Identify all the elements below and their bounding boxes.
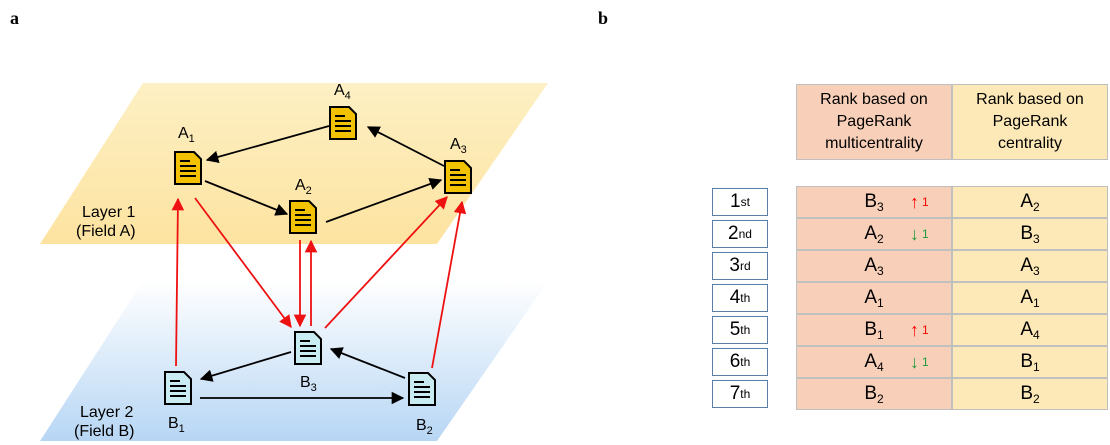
multicentrality-cell: B2 [796, 378, 952, 410]
edge-A4-A1 [205, 125, 330, 164]
centrality-node: B1 [1020, 351, 1040, 374]
document-icon [329, 106, 357, 140]
centrality-node: A3 [1020, 255, 1040, 278]
multicentrality-node: B3 [864, 191, 884, 214]
header-multi-line1: Rank based on [820, 91, 928, 108]
edge-B2-A3 [431, 200, 467, 369]
header-cent-line1: Rank based on [976, 91, 1084, 108]
rank-change-down: ↓1 [910, 218, 940, 250]
layer-1-plane [40, 83, 548, 244]
centrality-cell: B2 [952, 378, 1108, 410]
panel-b-letter: b [598, 8, 609, 28]
node-label-A4: A4 [334, 82, 351, 102]
arrow-down-icon: ↓ [910, 351, 919, 372]
document-icon [164, 371, 192, 405]
node-A3: A3 [444, 136, 472, 194]
node-A2: A2 [289, 177, 317, 234]
centrality-cell: A1 [952, 282, 1108, 314]
header-centrality: Rank based on PageRank centrality [952, 84, 1108, 160]
node-B3: B3 [294, 331, 322, 394]
centrality-cell: A2 [952, 186, 1108, 218]
multicentrality-cell: B1 [796, 314, 952, 346]
rank-change-value: 1 [922, 355, 929, 369]
arrow-up-icon: ↑ [910, 191, 919, 212]
centrality-cell: A3 [952, 250, 1108, 282]
arrow-up-icon: ↑ [910, 319, 919, 340]
header-cent-line2: PageRank [992, 113, 1068, 130]
rank-change-down: ↓1 [910, 346, 940, 378]
node-B1: B1 [164, 371, 192, 435]
edge-B3-B1 [199, 351, 292, 382]
multicentrality-node: A1 [864, 287, 884, 310]
layer-1-field: (Field A) [76, 223, 136, 240]
centrality-cell: B1 [952, 346, 1108, 378]
multicentrality-cell: A2 [796, 218, 952, 250]
rank-change-up: ↑1 [910, 186, 940, 218]
node-label-A3: A3 [450, 136, 467, 156]
centrality-cell: B3 [952, 218, 1108, 250]
layer-2-name: Layer 2 [80, 404, 133, 421]
header-cent-line3: centrality [997, 135, 1062, 152]
document-icon [174, 151, 202, 185]
document-icon [408, 372, 436, 406]
centrality-node: A1 [1020, 287, 1040, 310]
node-label-A1: A1 [178, 125, 195, 145]
edge-B1-A1 [171, 197, 185, 367]
multicentrality-node: A3 [864, 255, 884, 278]
arrow-down-icon: ↓ [910, 223, 919, 244]
multicentrality-cell: A1 [796, 282, 952, 314]
node-label-B3: B3 [300, 374, 317, 394]
centrality-node: B3 [1020, 223, 1040, 246]
rank-change-value: 1 [922, 323, 929, 337]
edges-group [171, 125, 467, 405]
node-B2: B2 [408, 372, 436, 437]
multicentrality-node: A2 [864, 223, 884, 246]
edge-A2-A3 [325, 177, 443, 223]
multicentrality-node: B1 [864, 319, 884, 342]
panel-a-letter: a [10, 8, 19, 28]
edge-B3-A3 [324, 196, 448, 329]
layer-1-name: Layer 1 [82, 204, 135, 221]
edge-A1-A2 [204, 180, 289, 216]
centrality-cell: A4 [952, 314, 1108, 346]
header-multi-line3: multicentrality [825, 135, 923, 152]
document-icon [444, 160, 472, 194]
multicentrality-cell: A4 [796, 346, 952, 378]
rank-change-up: ↑1 [910, 314, 940, 346]
header-multicentrality: Rank based on PageRank multicentrality [796, 84, 952, 160]
multicentrality-cell: B3 [796, 186, 952, 218]
node-label-B2: B2 [416, 417, 433, 437]
edge-B2-B3 [329, 347, 406, 379]
rank-change-value: 1 [922, 195, 929, 209]
edge-A1-B3 [194, 197, 292, 329]
centrality-node: A2 [1020, 191, 1040, 214]
header-multi-line2: PageRank [836, 113, 912, 130]
document-icon [294, 331, 322, 365]
node-A1: A1 [174, 125, 202, 185]
rank-change-value: 1 [922, 227, 929, 241]
edge-A3-A4 [366, 126, 445, 167]
document-icon [289, 200, 317, 234]
node-A4: A4 [329, 82, 357, 140]
multicentrality-node: B2 [864, 383, 884, 406]
layer-2-field: (Field B) [74, 423, 134, 440]
node-label-A2: A2 [295, 177, 312, 197]
multicentrality-cell: A3 [796, 250, 952, 282]
centrality-node: A4 [1020, 319, 1040, 342]
multicentrality-node: A4 [864, 351, 884, 374]
node-label-B1: B1 [168, 415, 185, 435]
centrality-node: B2 [1020, 383, 1040, 406]
